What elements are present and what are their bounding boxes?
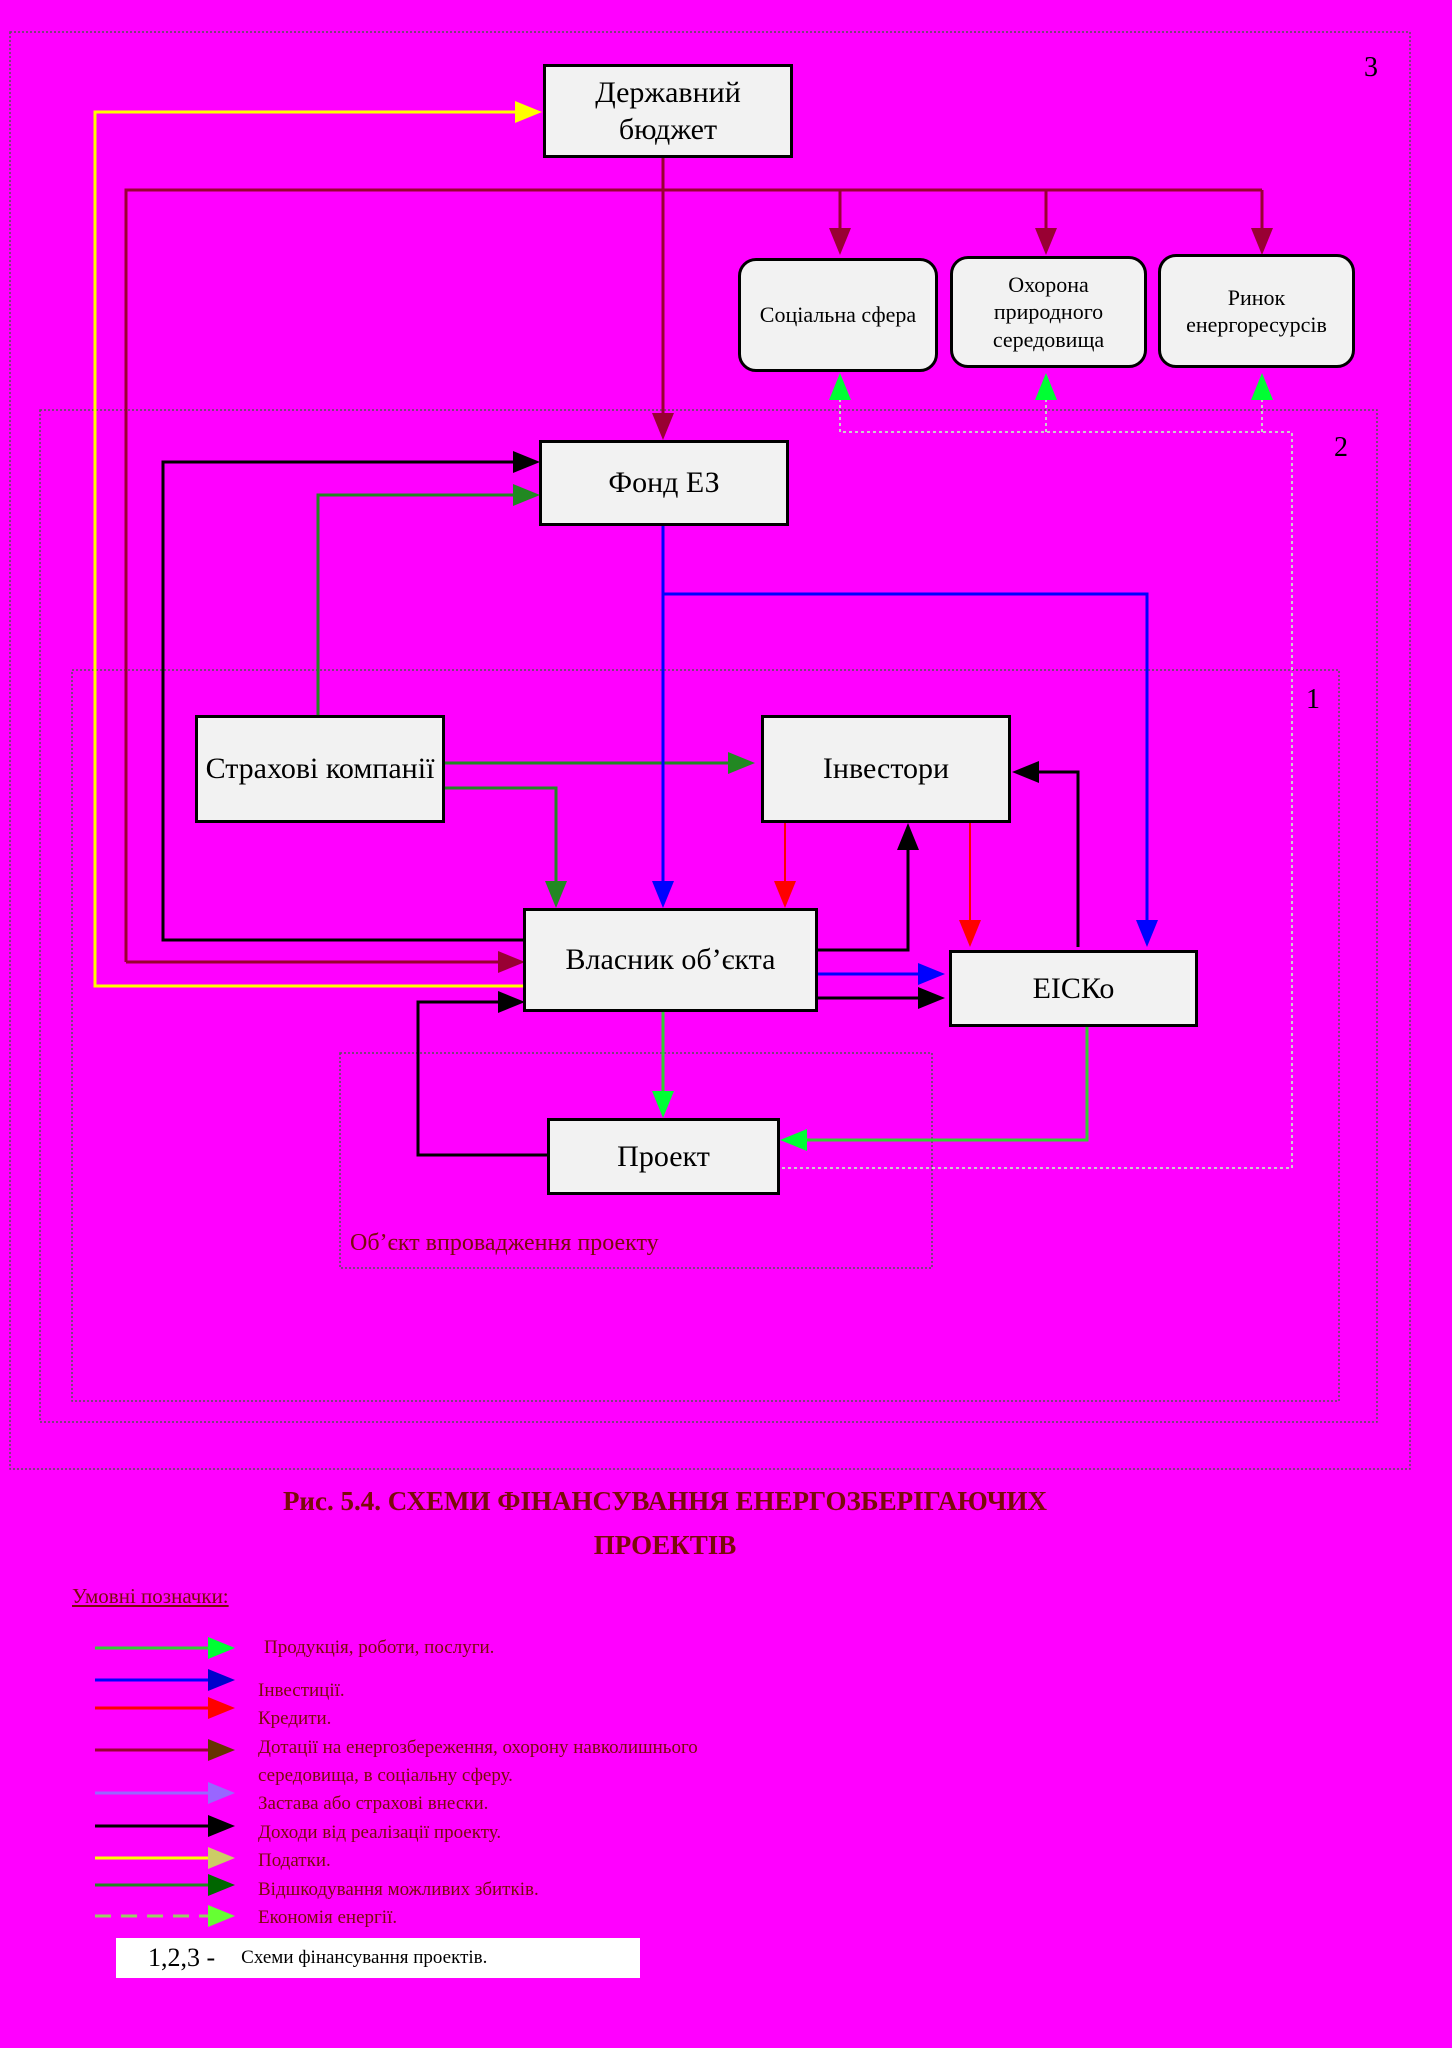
subsidy-arrowhead-fund <box>652 413 674 440</box>
legend-title: Умовні позначки: <box>72 1584 229 1608</box>
investment-arrowhead-owner <box>652 881 674 908</box>
product-arrowhead-project <box>652 1091 674 1118</box>
income-arrowhead-investors-2 <box>1012 761 1039 783</box>
legend-arrowhead-saving <box>208 1905 235 1927</box>
box-energy-market: Ринок енергоресурсів <box>1158 254 1355 368</box>
zone-number-1: 1 <box>1306 684 1320 715</box>
investment-fund-to-esco <box>663 592 1149 922</box>
saving-arrowhead-market <box>1251 373 1273 400</box>
box-social-sphere: Соціальна сфера <box>738 258 938 372</box>
zone-2-frame <box>39 409 1378 1423</box>
zone-number-3: 3 <box>1364 52 1378 83</box>
zone-1-frame <box>71 669 1340 1402</box>
investment-arrowhead-owner-esco <box>918 963 945 985</box>
income-project-to-owner <box>416 1000 548 1157</box>
saving-arrowhead-environment <box>1035 373 1057 400</box>
zone-number-2: 2 <box>1334 432 1348 463</box>
subsidy-arrowhead-owner <box>498 951 525 973</box>
income-arrowhead-esco <box>918 987 945 1009</box>
legend-item-saving: Економія енергії. <box>258 1907 398 1928</box>
legend-arrows <box>95 1637 235 1927</box>
figure-caption-line-1: Рис. 5.4. СХЕМИ ФІНАНСУВАННЯ ЕНЕРГОЗБЕРІ… <box>282 1486 1048 1516</box>
figure-caption-line-2: ПРОЕКТІВ <box>593 1530 737 1560</box>
legend-item-pledge: Застава або страхові внески. <box>258 1793 489 1814</box>
project-object-label: Об’єкт впровадження проекту <box>350 1230 659 1256</box>
box-energy-saving-fund: Фонд ЕЗ <box>539 440 789 526</box>
legend-arrowhead-compensation <box>208 1874 235 1896</box>
legend-arrowhead-subsidy <box>208 1739 235 1761</box>
box-object-owner: Власник об’єкта <box>523 908 818 1012</box>
scheme-legend-box: 1,2,3 - Схеми фінансування проектів. <box>116 1938 640 1978</box>
compensation-arrowhead-investors <box>728 752 755 774</box>
project-object-frame <box>339 1052 933 1269</box>
compensation-arrowhead-fund <box>513 484 540 506</box>
box-state-budget: Державний бюджет <box>543 64 793 158</box>
product-esco-to-project <box>805 1027 1089 1142</box>
income-arrowhead-investors <box>897 823 919 850</box>
legend-arrowhead-tax <box>208 1847 235 1869</box>
investment-arrowhead-esco <box>1136 920 1158 947</box>
legend-item-income: Доходи від реалізації проекту. <box>258 1822 502 1843</box>
subsidy-arrowhead-social <box>829 228 851 255</box>
box-environment: Охорона природного середовища <box>950 256 1147 368</box>
subsidy-arrowhead-environment <box>1035 228 1057 255</box>
tax-line <box>93 110 525 988</box>
product-arrowhead-project-2 <box>780 1129 807 1151</box>
income-arrowhead-fund <box>513 451 540 473</box>
zone-3-frame <box>9 31 1411 1470</box>
subsidy-line-top <box>124 188 1262 962</box>
legend-item-credit: Кредити. <box>258 1708 332 1729</box>
box-insurance-companies: Страхові компанії <box>195 715 445 823</box>
legend-arrowhead-product <box>208 1637 235 1659</box>
legend-arrowhead-credit <box>208 1697 235 1719</box>
scheme-numbers: 1,2,3 - <box>148 1943 216 1972</box>
tax-arrowhead <box>515 101 542 123</box>
credit-arrowhead-owner <box>774 881 796 908</box>
compensation-insurance-to-fund <box>316 493 515 715</box>
box-esco: ЕІСКо <box>949 950 1198 1027</box>
legend-item-compensation: Відшкодування можливих збитків. <box>258 1879 539 1900</box>
income-esco-to-investors <box>1037 770 1080 947</box>
legend-item-subsidy: Дотації на енергозбереження, охорону нав… <box>258 1737 698 1758</box>
legend-arrowhead-income <box>208 1815 235 1837</box>
credit-arrowhead-esco <box>959 920 981 947</box>
legend-arrowhead-pledge <box>208 1782 235 1804</box>
compensation-insurance-to-owner <box>445 786 558 883</box>
scheme-description: Схеми фінансування проектів. <box>241 1947 488 1968</box>
legend-item-tax: Податки. <box>258 1850 331 1871</box>
box-project: Проект <box>547 1118 780 1195</box>
legend-item-investment: Інвестиції. <box>258 1680 345 1701</box>
income-arrowhead-owner-project <box>498 991 525 1013</box>
legend-arrowhead-investment <box>208 1669 235 1691</box>
legend-item-subsidy-cont: середовища, в соціальну сферу. <box>258 1765 513 1786</box>
subsidy-arrowhead-market <box>1251 228 1273 255</box>
saving-line <box>780 375 1293 1169</box>
compensation-arrowhead-owner <box>545 881 567 908</box>
legend-item-product: Продукція, роботи, послуги. <box>264 1637 495 1658</box>
box-investors: Інвестори <box>761 715 1011 823</box>
income-owner-to-investors <box>818 848 910 952</box>
income-owner-to-fund <box>161 460 525 942</box>
saving-arrowhead-social <box>829 373 851 400</box>
